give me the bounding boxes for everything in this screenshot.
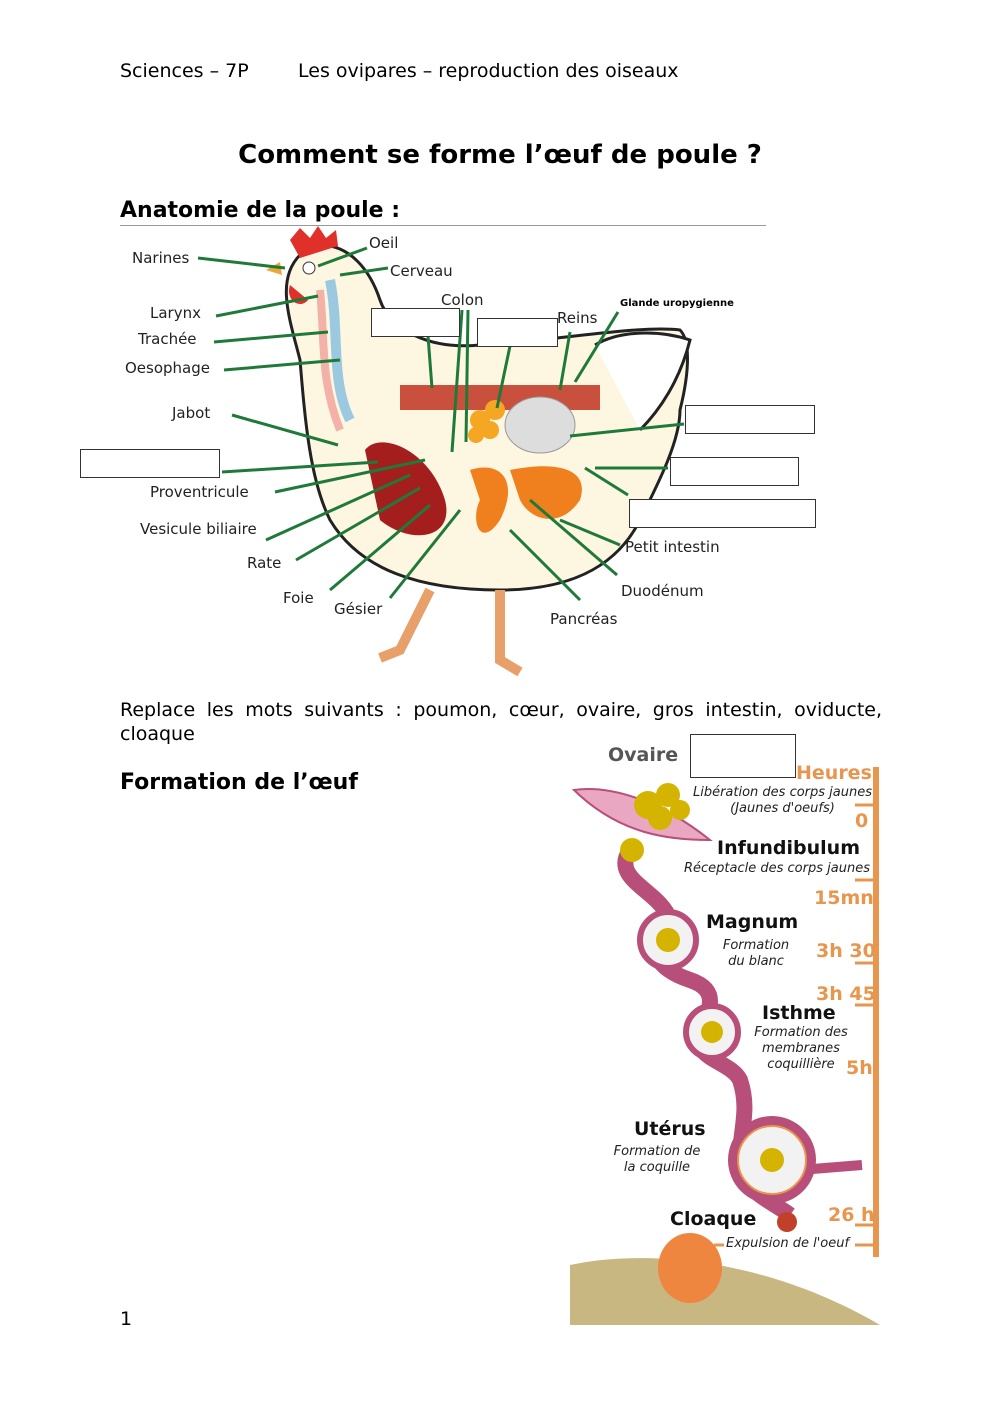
stage-name-uterus: Utérus bbox=[634, 1118, 706, 1140]
stage-desc-magnum: Formation du blanc bbox=[722, 938, 790, 969]
label-glande-uropygienne: Glande uropygienne bbox=[620, 298, 734, 309]
label-duodenum: Duodénum bbox=[621, 582, 704, 600]
label-jabot: Jabot bbox=[172, 404, 211, 422]
stage-desc-cloaque: Expulsion de l'oeuf bbox=[726, 1236, 850, 1251]
blank-answer-box[interactable] bbox=[371, 308, 460, 337]
blank-answer-box[interactable] bbox=[685, 405, 815, 434]
hour-label: 3h 30 bbox=[816, 940, 876, 962]
stage-desc-ovaire: Libération des corps jaunes (Jaunes d'oe… bbox=[692, 785, 873, 816]
label-petit-intestin: Petit intestin bbox=[625, 538, 720, 556]
stage-desc-uterus: Formation de la coquille bbox=[613, 1144, 701, 1175]
label-gesier: Gésier bbox=[334, 600, 383, 618]
label-pancreas: Pancréas bbox=[550, 610, 618, 628]
stage-name-magnum: Magnum bbox=[706, 911, 799, 933]
blank-answer-box[interactable] bbox=[80, 449, 220, 478]
label-vesicule-biliaire: Vesicule biliaire bbox=[140, 520, 257, 538]
stage-name-infundibulum: Infundibulum bbox=[717, 837, 860, 859]
blank-answer-box[interactable] bbox=[477, 318, 558, 347]
hour-label: 0 bbox=[855, 810, 869, 832]
label-reins: Reins bbox=[557, 309, 598, 327]
page-number: 1 bbox=[120, 1308, 133, 1330]
label-oesophage: Oesophage bbox=[125, 359, 210, 377]
heading-rule bbox=[120, 225, 766, 226]
formation-heading: Formation de l’œuf bbox=[120, 770, 358, 795]
blank-answer-box[interactable] bbox=[690, 734, 796, 778]
hour-label: 5h bbox=[846, 1057, 873, 1079]
hour-label: 15mn bbox=[814, 887, 874, 909]
label-colon: Colon bbox=[441, 291, 484, 309]
anatomy-heading: Anatomie de la poule : bbox=[120, 198, 401, 223]
label-narines: Narines bbox=[132, 249, 190, 267]
stage-name-ovaire: Ovaire bbox=[608, 744, 679, 766]
stage-name-isthme: Isthme bbox=[762, 1002, 836, 1024]
stage-desc-infundibulum: Réceptacle des corps jaunes bbox=[684, 861, 870, 876]
label-rate: Rate bbox=[247, 554, 282, 572]
header-topic: Les ovipares – reproduction des oiseaux bbox=[298, 60, 679, 82]
label-oeil: Oeil bbox=[369, 234, 399, 252]
instruction-text: Replace les mots suivants : poumon, cœur… bbox=[120, 699, 882, 745]
label-foie: Foie bbox=[283, 589, 314, 607]
blank-answer-box[interactable] bbox=[670, 457, 799, 486]
hour-label: 3h 45 bbox=[816, 983, 876, 1005]
label-cerveau: Cerveau bbox=[390, 262, 453, 280]
label-larynx: Larynx bbox=[150, 304, 201, 322]
blank-answer-box[interactable] bbox=[629, 499, 816, 528]
page-title: Comment se forme l’œuf de poule ? bbox=[238, 140, 762, 170]
hour-label: 26 h bbox=[828, 1204, 875, 1226]
stage-name-cloaque: Cloaque bbox=[670, 1208, 757, 1230]
label-proventricule: Proventricule bbox=[150, 483, 249, 501]
label-trachee: Trachée bbox=[138, 330, 197, 348]
header-subject: Sciences – 7P bbox=[120, 60, 249, 82]
hours-scale-title: Heures bbox=[796, 762, 872, 784]
stage-desc-isthme: Formation des membranes coquillière bbox=[754, 1025, 848, 1072]
